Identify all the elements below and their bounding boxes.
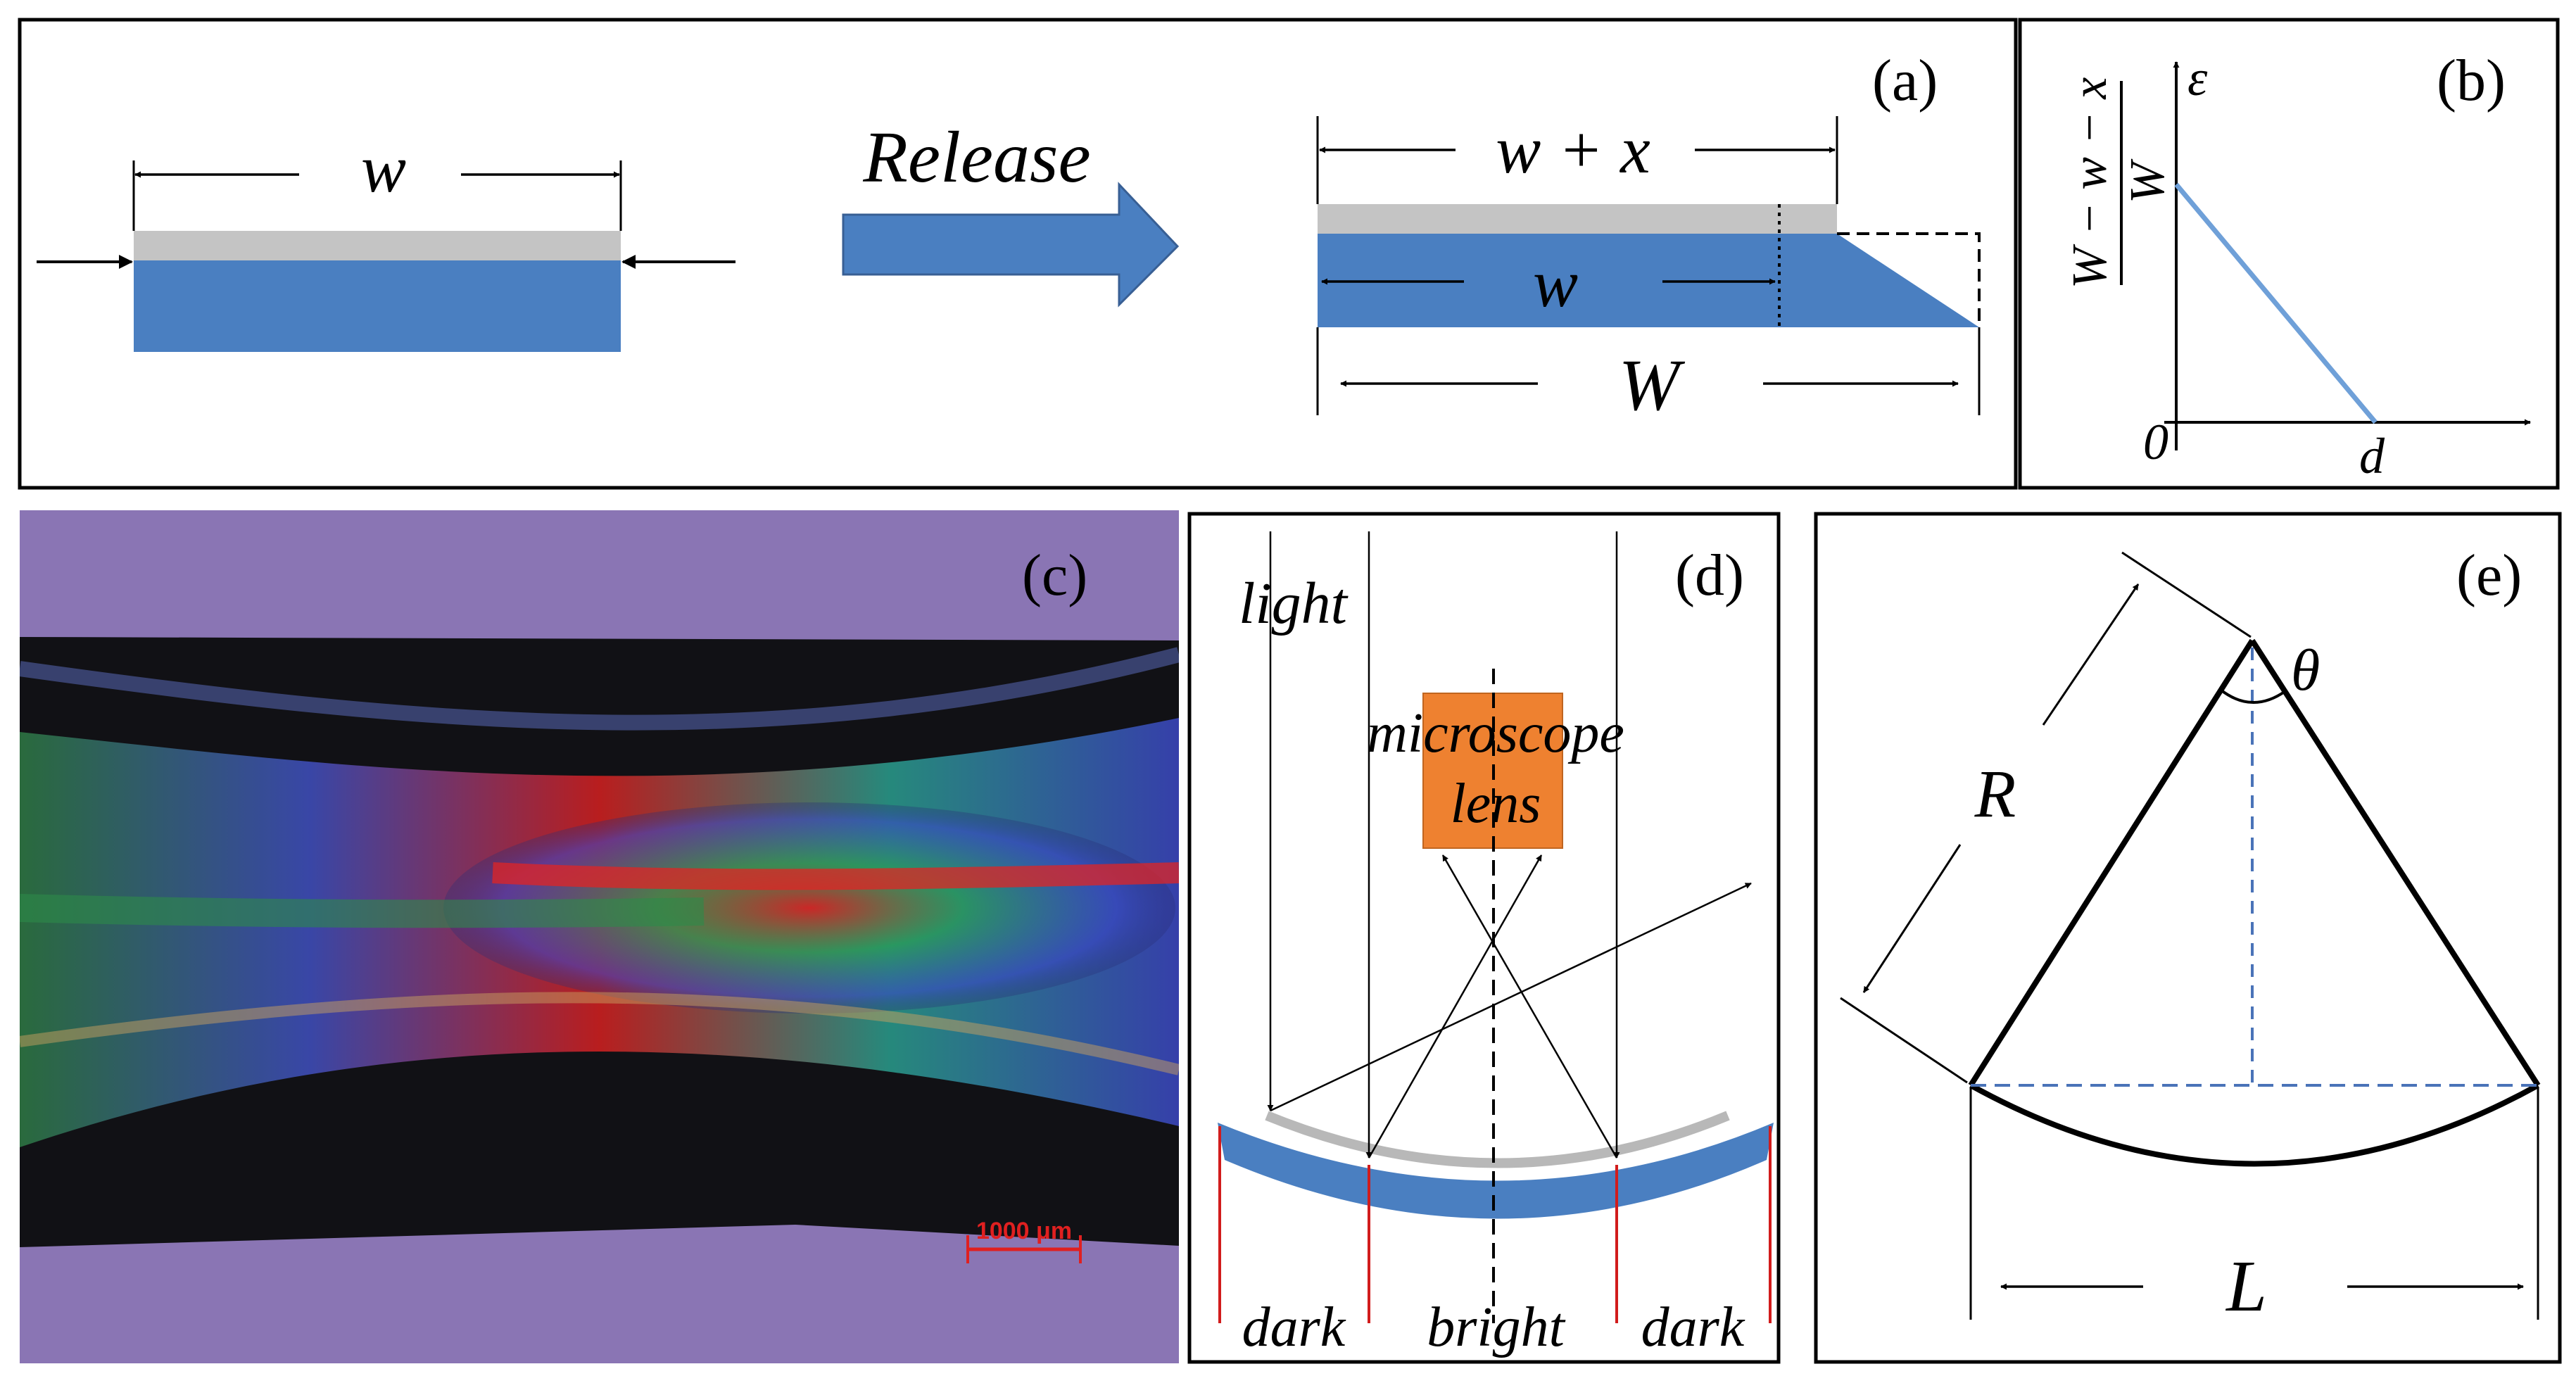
reflected-ray-left xyxy=(1368,854,1543,1159)
panel-d: (d) light microscope lens dark bright da… xyxy=(1187,512,1781,1364)
curved-film xyxy=(1265,1111,1730,1168)
theta-arc xyxy=(2219,688,2287,704)
release-label: Release xyxy=(862,117,1090,198)
R-label: R xyxy=(1974,756,2016,831)
curved-substrate xyxy=(1218,1123,1774,1219)
R-dim-arrow-up xyxy=(2042,583,2140,726)
w-label: w xyxy=(361,131,406,206)
substrate-constrained xyxy=(134,260,621,352)
sample-lower-streak xyxy=(20,992,1179,1075)
b-y-tick-fraction: W − w − x W xyxy=(2063,77,2175,289)
substrate-released xyxy=(1318,234,1979,327)
sample-upper-streak xyxy=(20,647,1179,731)
sample-green-streak xyxy=(20,894,705,928)
panel-e-frame xyxy=(1814,512,2562,1364)
R-dim-arrow-down xyxy=(1862,844,1962,993)
sector-edge-left xyxy=(1968,638,2255,1087)
lens-label-line2: lens xyxy=(1451,773,1541,835)
b-y-axis-label: ε xyxy=(2187,50,2208,106)
b-strain-line xyxy=(2174,182,2378,424)
sector-edge-right xyxy=(2249,638,2541,1087)
w-inner-label: w xyxy=(1533,246,1578,321)
wx-label: w + x xyxy=(1496,112,1650,187)
film-layer-released xyxy=(1318,204,1837,234)
lens-label-line1: microscope xyxy=(1367,702,1624,764)
panel-a-label: (a) xyxy=(1872,48,1938,113)
panel-d-frame xyxy=(1187,512,1781,1364)
W-label: W xyxy=(1619,345,1686,426)
panel-e-label: (e) xyxy=(2456,543,2522,608)
panel-c: (c) 1000 μm xyxy=(20,510,1179,1363)
original-edge-dashed xyxy=(1837,232,1981,327)
release-arrow xyxy=(842,182,1180,308)
film-layer-constrained xyxy=(134,231,621,260)
L-label: L xyxy=(2225,1246,2267,1327)
panel-a-frame xyxy=(18,18,2018,490)
dark-right-label: dark xyxy=(1641,1296,1745,1358)
b-x-tick-label: d xyxy=(2359,428,2385,484)
panel-d-label: (d) xyxy=(1675,543,1744,608)
panel-b-label: (b) xyxy=(2437,48,2506,113)
dark-left-label: dark xyxy=(1242,1296,1346,1358)
panel-e: (e) θ R L xyxy=(1814,512,2562,1364)
scale-bar-label: 1000 μm xyxy=(976,1218,1072,1244)
light-label: light xyxy=(1239,571,1349,636)
R-ext-bottom xyxy=(1840,997,1968,1084)
b-y-fraction-denominator: W xyxy=(2121,158,2175,203)
b-origin-label: 0 xyxy=(2143,414,2168,470)
sample-center-glow xyxy=(443,802,1175,1014)
sector-arc xyxy=(1969,1083,2539,1167)
theta-label: θ xyxy=(2291,638,2320,703)
panel-b: (b) ε 0 d W − w − x W xyxy=(2018,18,2560,490)
reflected-ray-outer xyxy=(1270,882,1752,1112)
bright-label: bright xyxy=(1427,1296,1565,1358)
reflected-ray-right xyxy=(1441,854,1618,1159)
R-ext-top xyxy=(2121,551,2252,638)
panel-a: (a) w Release w + x w W xyxy=(18,18,2018,490)
b-y-fraction-numerator: W − w − x xyxy=(2063,77,2117,289)
panel-b-frame xyxy=(2018,18,2560,490)
sample-red-streak xyxy=(492,862,1179,890)
panel-c-label: (c) xyxy=(1022,543,1087,608)
